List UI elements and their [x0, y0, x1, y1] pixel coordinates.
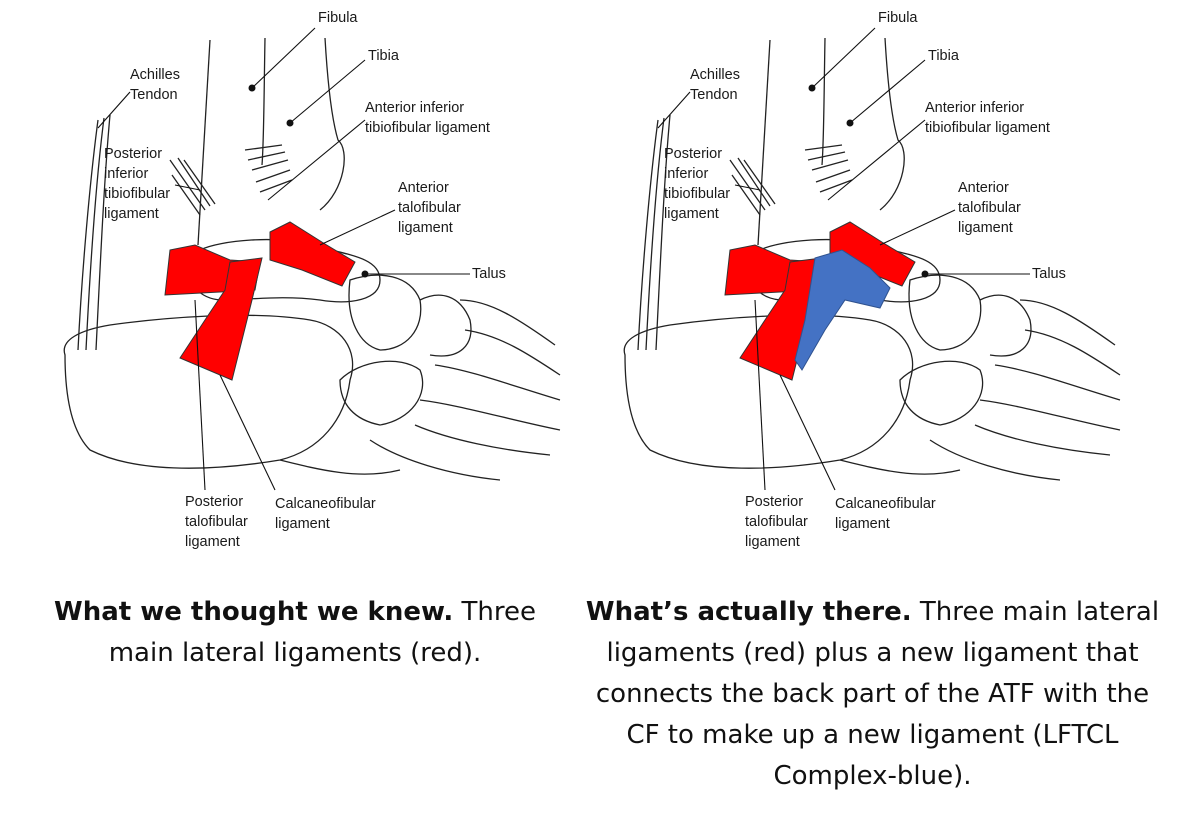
caption-right-bold: What’s actually there. — [585, 597, 912, 627]
bones-outline — [63, 37, 561, 481]
red-ligaments — [724, 221, 916, 381]
label-fibula: Fibula — [878, 10, 918, 26]
cfl-ligament — [179, 257, 263, 381]
label-achilles-tendon: Achilles Tendon — [130, 67, 180, 103]
label-talus: Talus — [472, 266, 506, 282]
red-ligaments — [164, 221, 356, 381]
label-fibula: Fibula — [318, 10, 358, 26]
label-anterior-talofibular: Anterior talofibular ligament — [398, 180, 461, 236]
label-achilles-tendon: Achilles Tendon — [690, 67, 740, 103]
ankle-drawing — [63, 27, 561, 491]
caption-left-text: Three main lateral ligaments (red). — [108, 597, 536, 668]
caption-left: What we thought we knew. Three main late… — [25, 592, 565, 674]
label-posterior-inferior-tibiofibular: Posterior inferior tibiofibular ligament — [104, 146, 171, 222]
lftcl-complex-ligament — [794, 249, 891, 371]
leader-dots — [808, 84, 929, 278]
atfl-ligament — [269, 221, 356, 287]
caption-left-bold: What we thought we knew. — [54, 597, 454, 627]
label-talus: Talus — [1032, 266, 1066, 282]
label-posterior-talofibular: Posterior talofibular ligament — [185, 494, 248, 550]
caption-right: What’s actually there. Three main latera… — [585, 592, 1160, 797]
leader-lines — [97, 27, 470, 491]
leader-dots — [248, 84, 369, 278]
label-anterior-talofibular: Anterior talofibular ligament — [958, 180, 1021, 236]
label-anterior-inferior-tibiofibular: Anterior inferior tibiofibular ligament — [925, 100, 1050, 136]
leader-lines — [657, 27, 1030, 491]
label-posterior-inferior-tibiofibular: Posterior inferior tibiofibular ligament — [664, 146, 731, 222]
label-tibia: Tibia — [928, 48, 959, 64]
caption-right-text: Three main lateral ligaments (red) plus … — [595, 597, 1160, 791]
label-tibia: Tibia — [368, 48, 399, 64]
ankle-drawing — [623, 27, 1121, 491]
label-anterior-inferior-tibiofibular: Anterior inferior tibiofibular ligament — [365, 100, 490, 136]
label-calcaneofibular: Calcaneofibular ligament — [275, 496, 376, 532]
diagram-left: Fibula Tibia Achilles Tendon Anterior in… — [20, 0, 580, 560]
label-posterior-talofibular: Posterior talofibular ligament — [745, 494, 808, 550]
label-calcaneofibular: Calcaneofibular ligament — [835, 496, 936, 532]
diagram-right: Fibula Tibia Achilles Tendon Anterior in… — [580, 0, 1140, 560]
